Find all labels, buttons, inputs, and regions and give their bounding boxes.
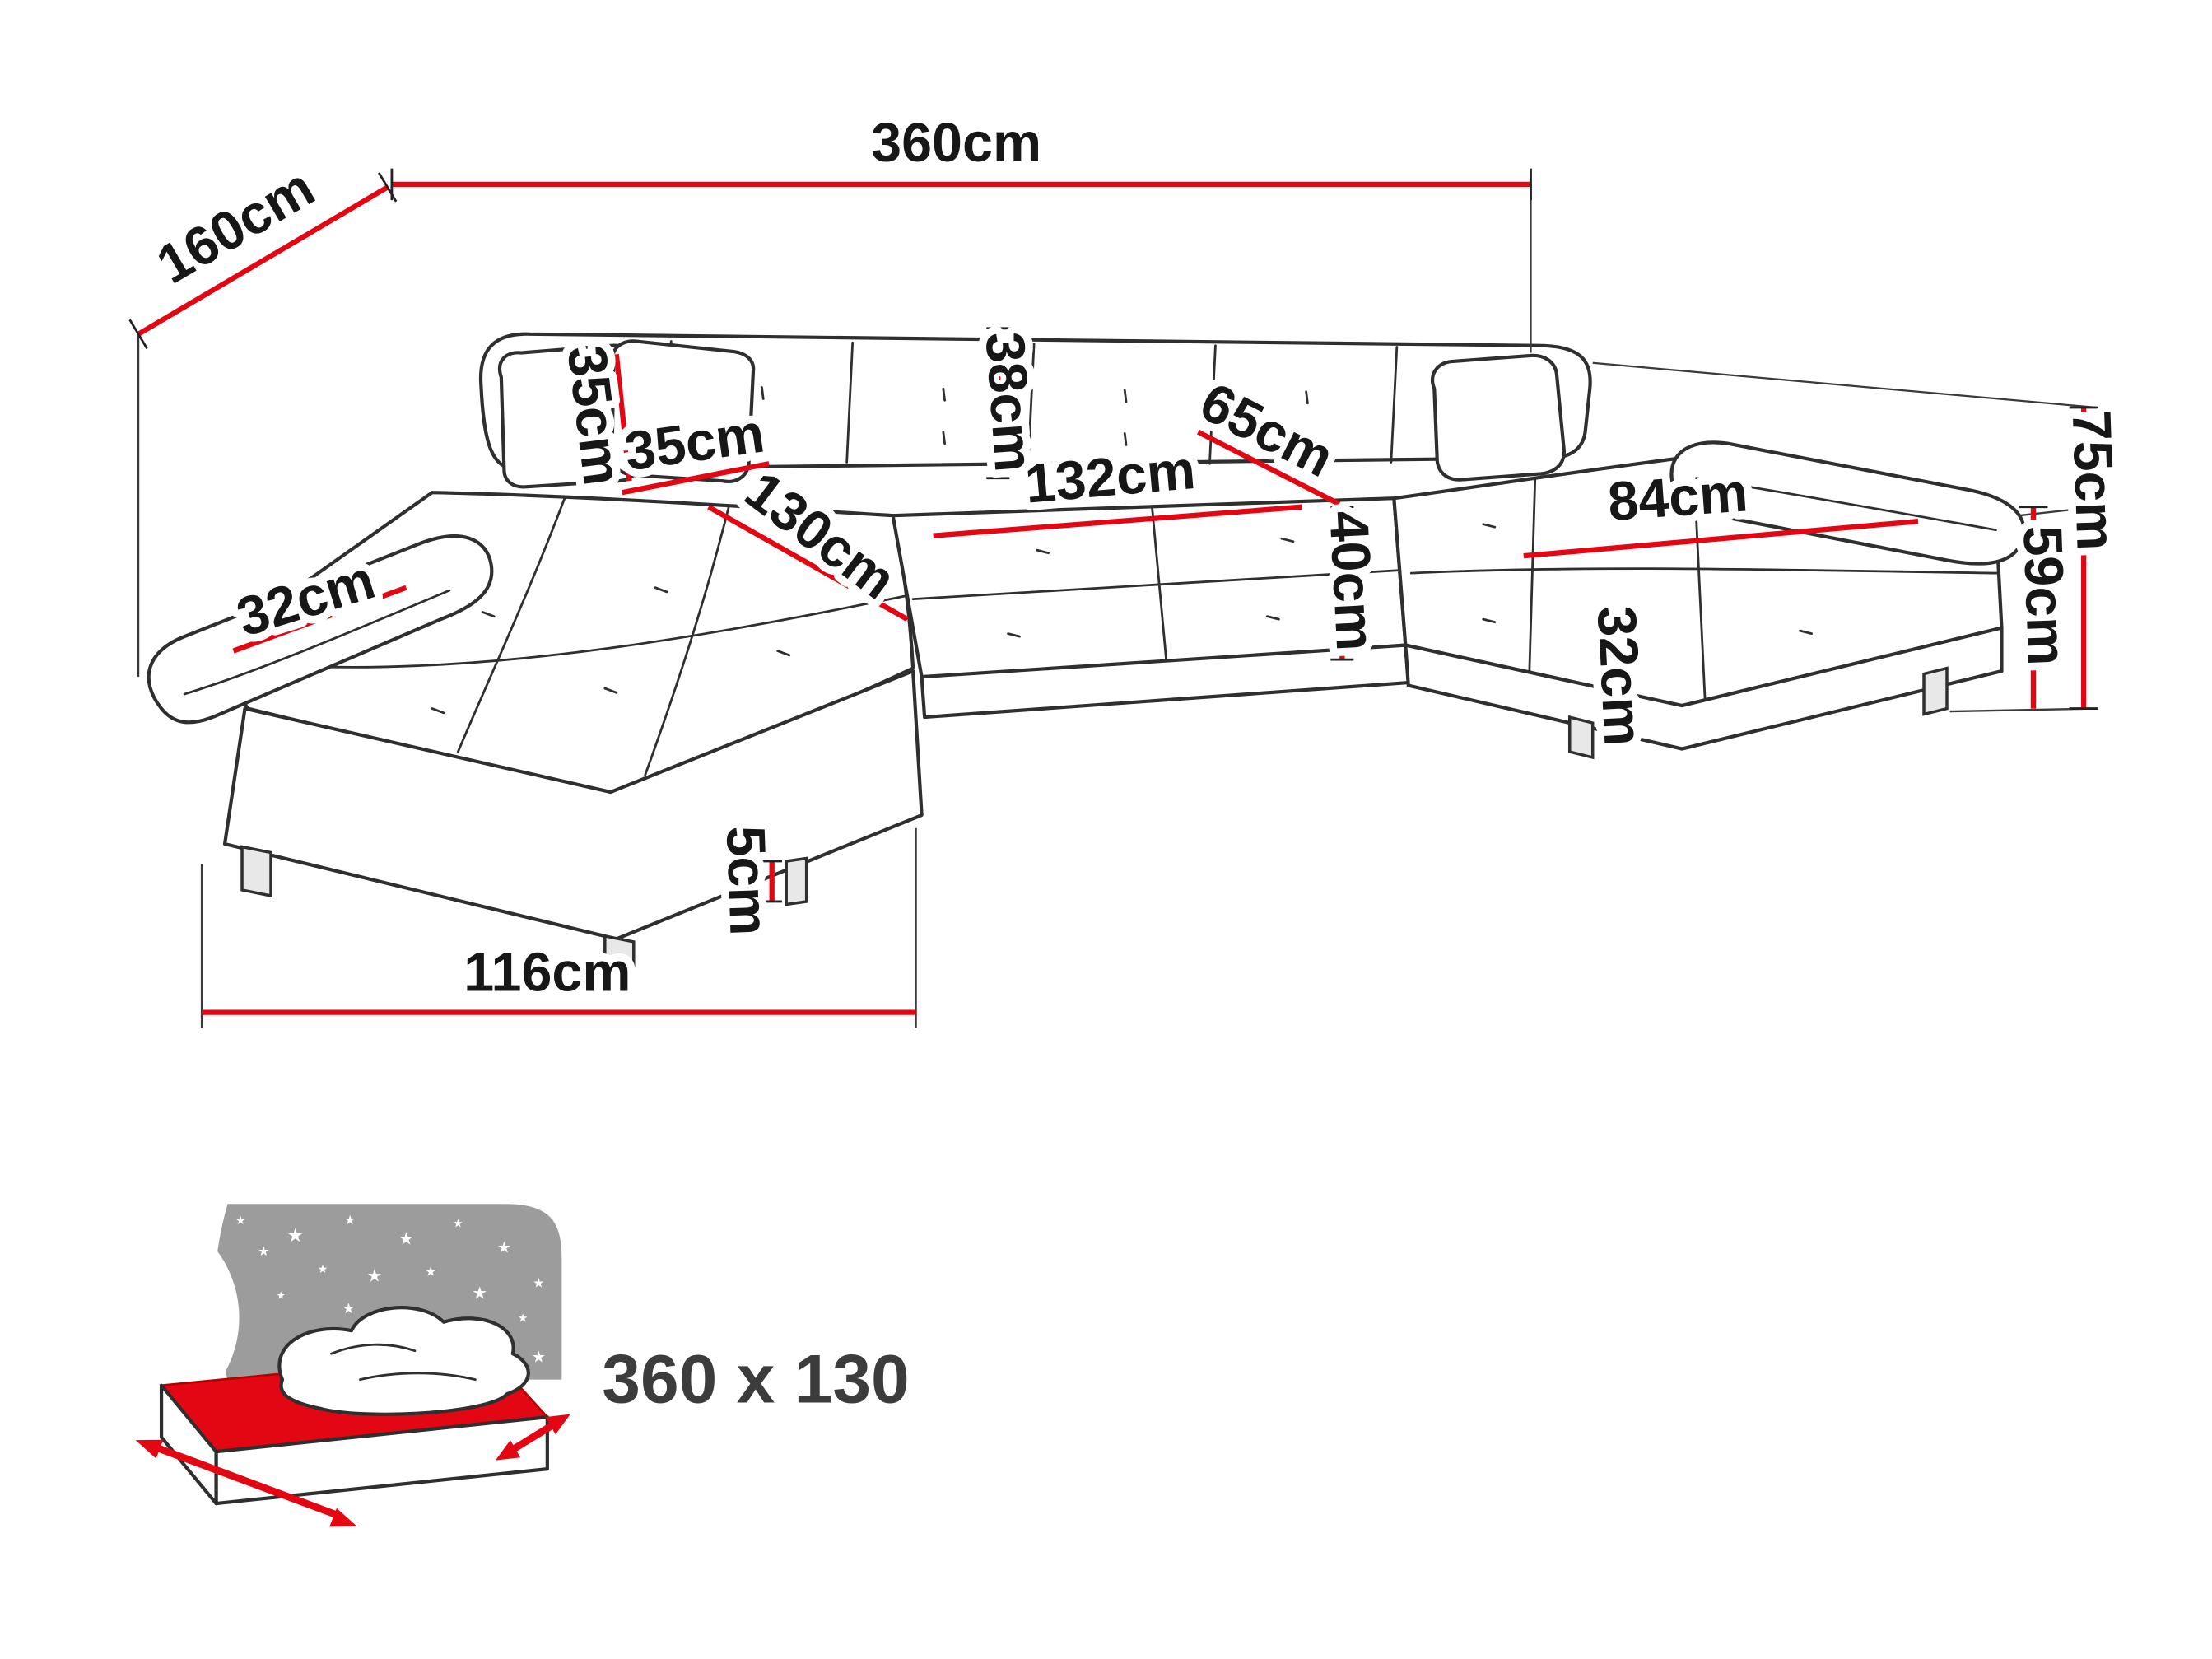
svg-text:★: ★ — [472, 1284, 487, 1303]
sofa-leg — [1922, 666, 1949, 716]
sofa-outline — [147, 332, 2026, 987]
svg-text:★: ★ — [287, 1225, 304, 1247]
duvet-fold — [330, 1343, 417, 1355]
dimension-line-left-chaise — [707, 504, 909, 622]
backrest — [478, 332, 1592, 472]
left-front-pillow — [610, 339, 756, 483]
svg-text:★: ★ — [258, 1243, 269, 1259]
left-base — [222, 669, 924, 941]
dimension-line-pillow-bottom — [622, 461, 770, 496]
construction-lines — [137, 184, 2098, 1028]
left-armrest-contour — [183, 589, 451, 696]
svg-text:★: ★ — [318, 1263, 328, 1276]
svg-text:★: ★ — [425, 1264, 436, 1279]
svg-text:★: ★ — [398, 1228, 414, 1248]
svg-text:★: ★ — [518, 1312, 529, 1326]
sleeping-area-label: 360 x 130 — [602, 1340, 909, 1418]
sofa-leg — [1567, 715, 1595, 760]
dimension-line-center-seat — [933, 504, 1302, 538]
svg-text:★: ★ — [532, 1348, 546, 1367]
svg-text:★: ★ — [344, 1212, 356, 1228]
svg-text:★: ★ — [533, 1275, 544, 1291]
dimension-label-total-width: 360cm — [871, 113, 1041, 174]
dimension-label-leg-height: 5cm — [715, 825, 780, 937]
duvet — [277, 1306, 530, 1416]
svg-text:★: ★ — [497, 1238, 511, 1257]
mattress-left — [159, 1383, 218, 1506]
dimension-line-total-depth — [137, 184, 389, 337]
sofa-legs — [240, 666, 1949, 987]
dimension-labels: 360cm 160cm 35cm 35cm 38cm 65cm 132cm 84… — [139, 105, 2134, 1011]
middle-seat-seams — [911, 506, 1401, 664]
dimension-ticks — [128, 168, 2098, 903]
dimension-label-seat-height: 40cm — [1317, 510, 1385, 653]
sleeping-function-icon: ★ ★ ★ ★ ★ ★ ★ ★ ★ ★ ★ ★ ★ ★ ★ ★ ★ ★ ★ ★ — [14, 1204, 910, 1527]
dimension-label-backrest-height: 38cm — [974, 330, 1045, 474]
svg-text:★: ★ — [367, 1266, 383, 1286]
dimension-lines — [137, 181, 2087, 1015]
width-arrow — [135, 1439, 357, 1527]
depth-arrow — [495, 1414, 570, 1461]
duvet-fold — [359, 1372, 477, 1382]
svg-text:★: ★ — [235, 1214, 246, 1228]
dimension-label-left-section: 116cm — [463, 942, 631, 1003]
dimension-line-seat-depth — [1197, 429, 1341, 507]
svg-text:★: ★ — [277, 1290, 286, 1302]
svg-text:★: ★ — [453, 1217, 463, 1230]
dimension-label-armrest-height: 59cm — [2011, 524, 2077, 666]
dimension-label-right-seat: 84cm — [1606, 462, 1750, 533]
right-pillow — [1431, 353, 1566, 482]
svg-text:★: ★ — [342, 1301, 356, 1317]
dimension-line-right-seat — [1523, 519, 1919, 559]
left-armrest — [147, 534, 494, 725]
dimension-line-pillow-side — [613, 353, 632, 482]
headboard-crescent-cutout — [14, 1205, 240, 1430]
sofa-leg — [240, 845, 272, 898]
sofa-leg — [603, 934, 636, 987]
dimension-line-left-armrest — [232, 585, 407, 654]
right-base — [1404, 626, 2004, 751]
dimension-label-total-height: 75cm — [2061, 409, 2126, 551]
right-armrest-contour — [1695, 477, 1997, 532]
dimension-label-right-armrest: 32cm — [1586, 604, 1654, 748]
sofa-leg — [785, 856, 808, 906]
left-chaise-seams — [281, 496, 906, 776]
